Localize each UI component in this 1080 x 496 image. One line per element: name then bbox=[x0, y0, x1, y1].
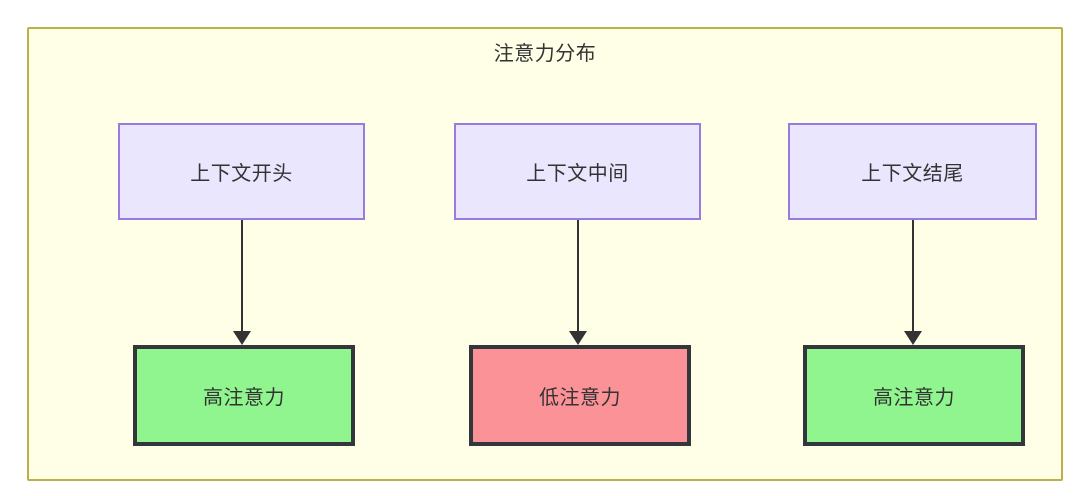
arrowhead-end-to-high-icon bbox=[904, 331, 922, 345]
node-attention-low-middle[interactable]: 低注意力 bbox=[469, 345, 691, 446]
node-context-middle-label: 上下文中间 bbox=[526, 163, 629, 185]
edge-middle-to-low bbox=[577, 220, 579, 331]
node-attention-high-end-label: 高注意力 bbox=[873, 387, 955, 409]
node-context-end-label: 上下文结尾 bbox=[861, 163, 964, 185]
edge-end-to-high bbox=[912, 220, 914, 331]
node-attention-high-end[interactable]: 高注意力 bbox=[803, 345, 1025, 446]
node-context-start[interactable]: 上下文开头 bbox=[118, 123, 365, 220]
edge-start-to-high bbox=[241, 220, 243, 331]
node-context-middle[interactable]: 上下文中间 bbox=[454, 123, 701, 220]
node-context-start-label: 上下文开头 bbox=[190, 163, 293, 185]
node-context-end[interactable]: 上下文结尾 bbox=[788, 123, 1037, 220]
subgraph-title: 注意力分布 bbox=[493, 43, 597, 65]
node-attention-high-start-label: 高注意力 bbox=[203, 387, 285, 409]
arrowhead-start-to-high-icon bbox=[233, 331, 251, 345]
arrowhead-middle-to-low-icon bbox=[569, 331, 587, 345]
node-attention-low-middle-label: 低注意力 bbox=[539, 387, 621, 409]
subgraph-attention-distribution: 注意力分布 上下文开头 上下文中间 上下文结尾 高注意力 低注意力 高注意力 bbox=[27, 27, 1063, 481]
node-attention-high-start[interactable]: 高注意力 bbox=[133, 345, 355, 446]
